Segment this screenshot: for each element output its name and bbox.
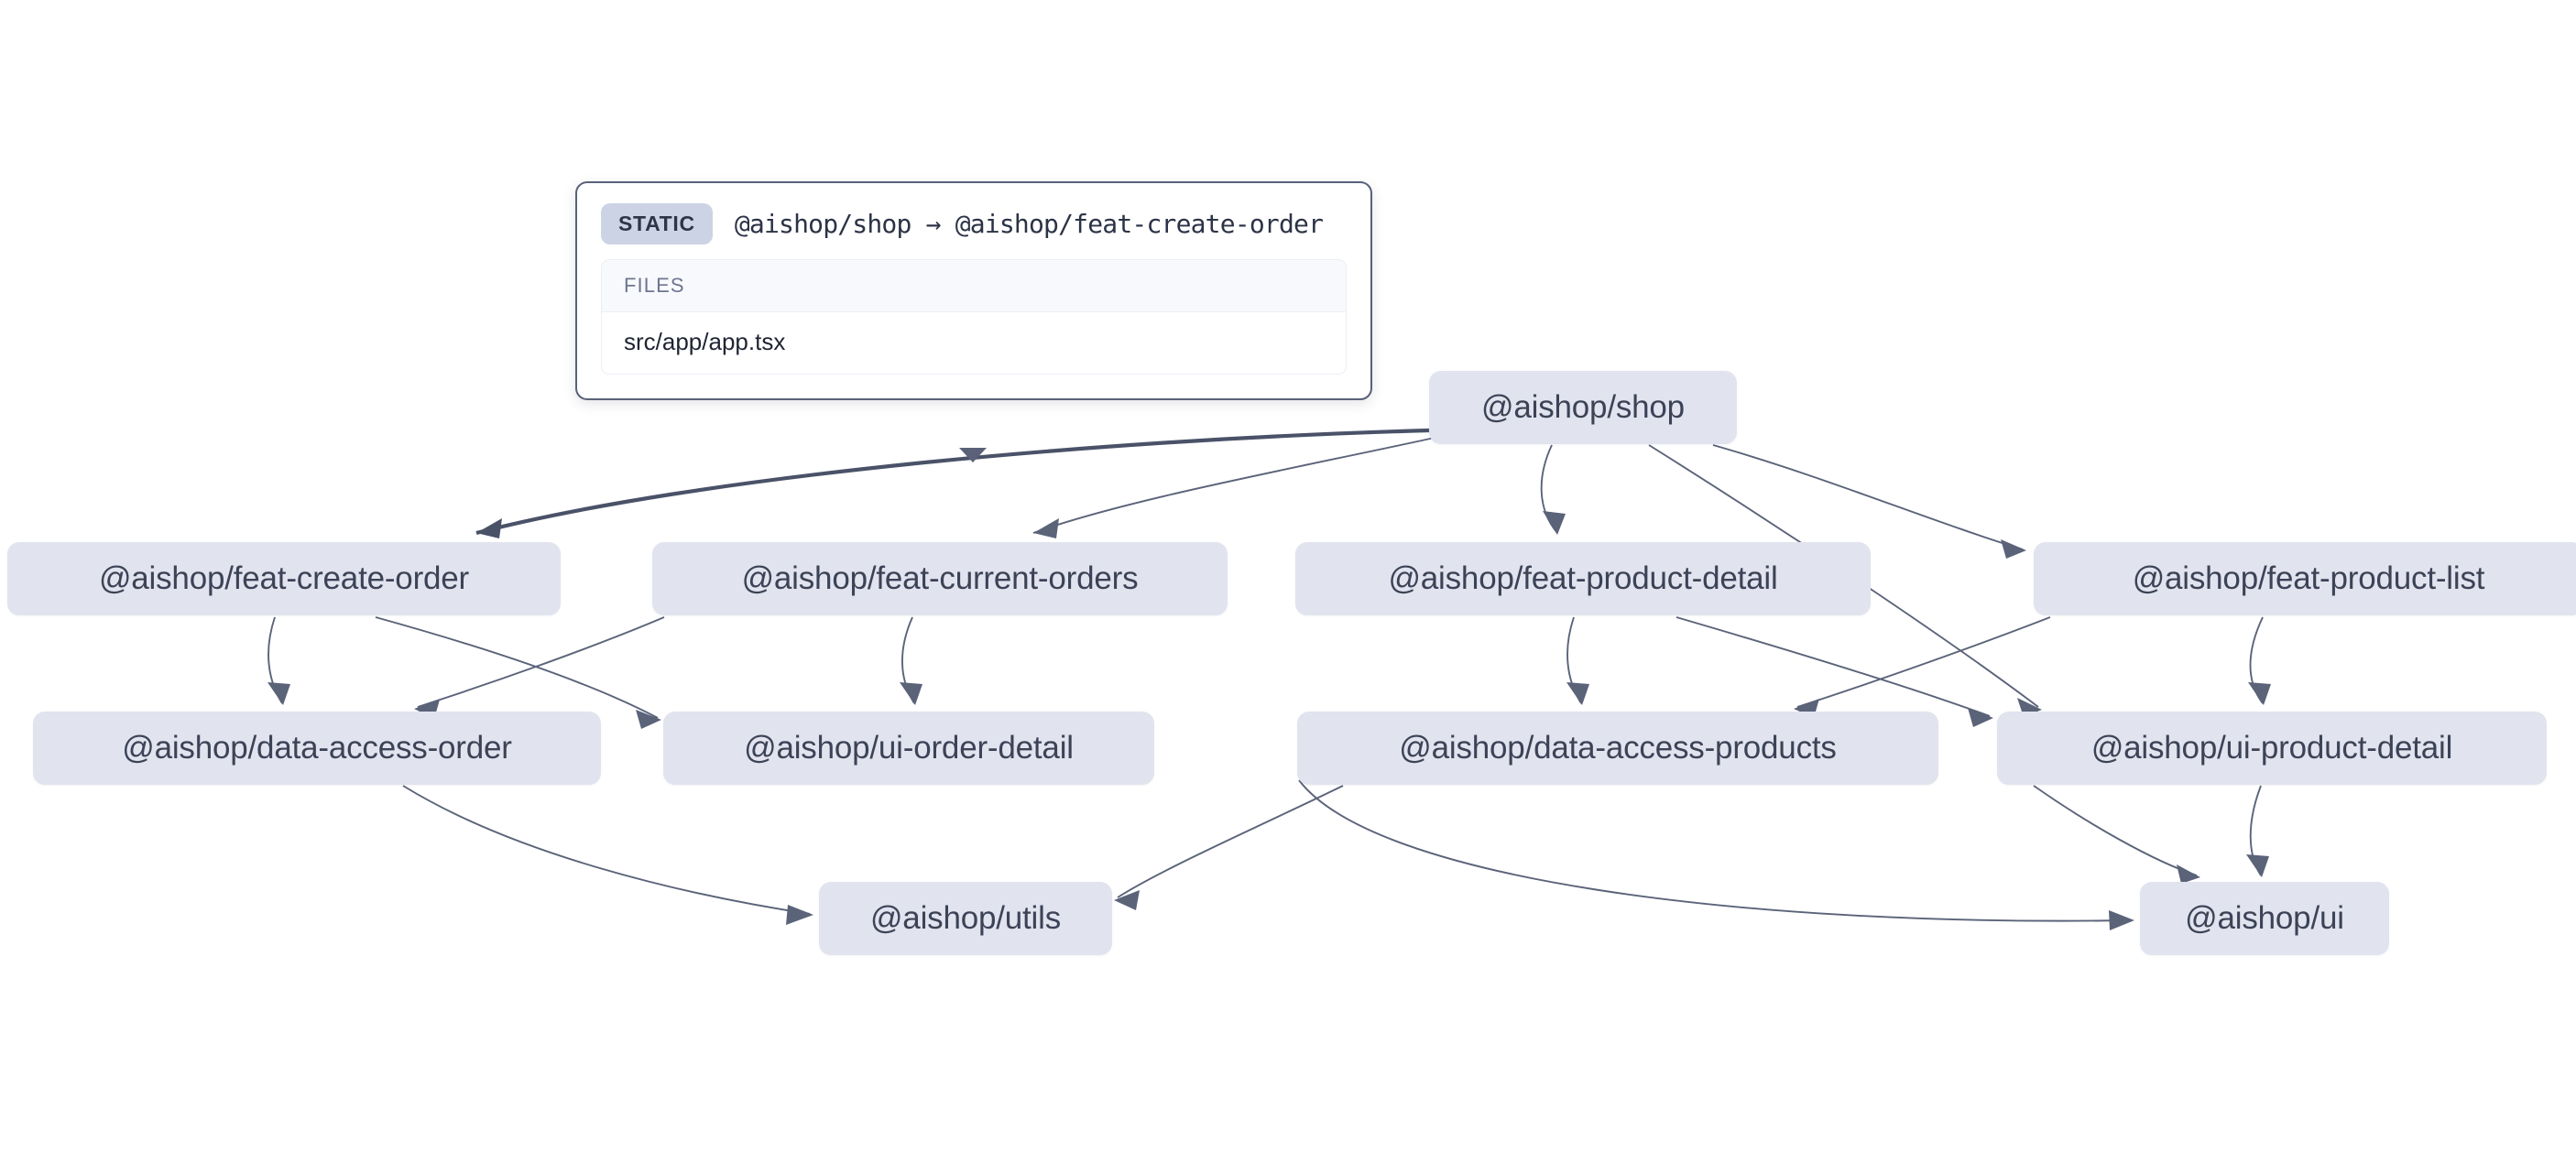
tooltip-caret-icon	[959, 448, 987, 462]
graph-node-feat-product-detail[interactable]: @aishop/feat-product-detail	[1295, 542, 1871, 615]
graph-node-ui-product-detail[interactable]: @aishop/ui-product-detail	[1997, 712, 2547, 785]
graph-node-feat-current-orders[interactable]: @aishop/feat-current-orders	[652, 542, 1228, 615]
tooltip-header: STATIC @aishop/shop → @aishop/feat-creat…	[577, 183, 1370, 259]
tooltip-dependency-type-badge: STATIC	[601, 203, 713, 245]
graph-node-feat-create-order[interactable]: @aishop/feat-create-order	[7, 542, 561, 615]
graph-node-shop[interactable]: @aishop/shop	[1429, 371, 1737, 444]
edge-detail-tooltip: STATIC @aishop/shop → @aishop/feat-creat…	[575, 181, 1372, 400]
graph-node-utils[interactable]: @aishop/utils	[819, 882, 1112, 955]
graph-node-ui[interactable]: @aishop/ui	[2140, 882, 2389, 955]
tooltip-dependency-title: @aishop/shop → @aishop/feat-create-order	[734, 209, 1324, 239]
graph-node-data-access-order[interactable]: @aishop/data-access-order	[33, 712, 601, 785]
graph-node-data-access-products[interactable]: @aishop/data-access-products	[1297, 712, 1938, 785]
graph-node-feat-product-list[interactable]: @aishop/feat-product-list	[2034, 542, 2576, 615]
graph-node-ui-order-detail[interactable]: @aishop/ui-order-detail	[663, 712, 1154, 785]
tooltip-file-row[interactable]: src/app/app.tsx	[624, 328, 786, 355]
tooltip-files-panel: FILES src/app/app.tsx	[601, 259, 1347, 375]
tooltip-files-header: FILES	[602, 260, 1346, 312]
